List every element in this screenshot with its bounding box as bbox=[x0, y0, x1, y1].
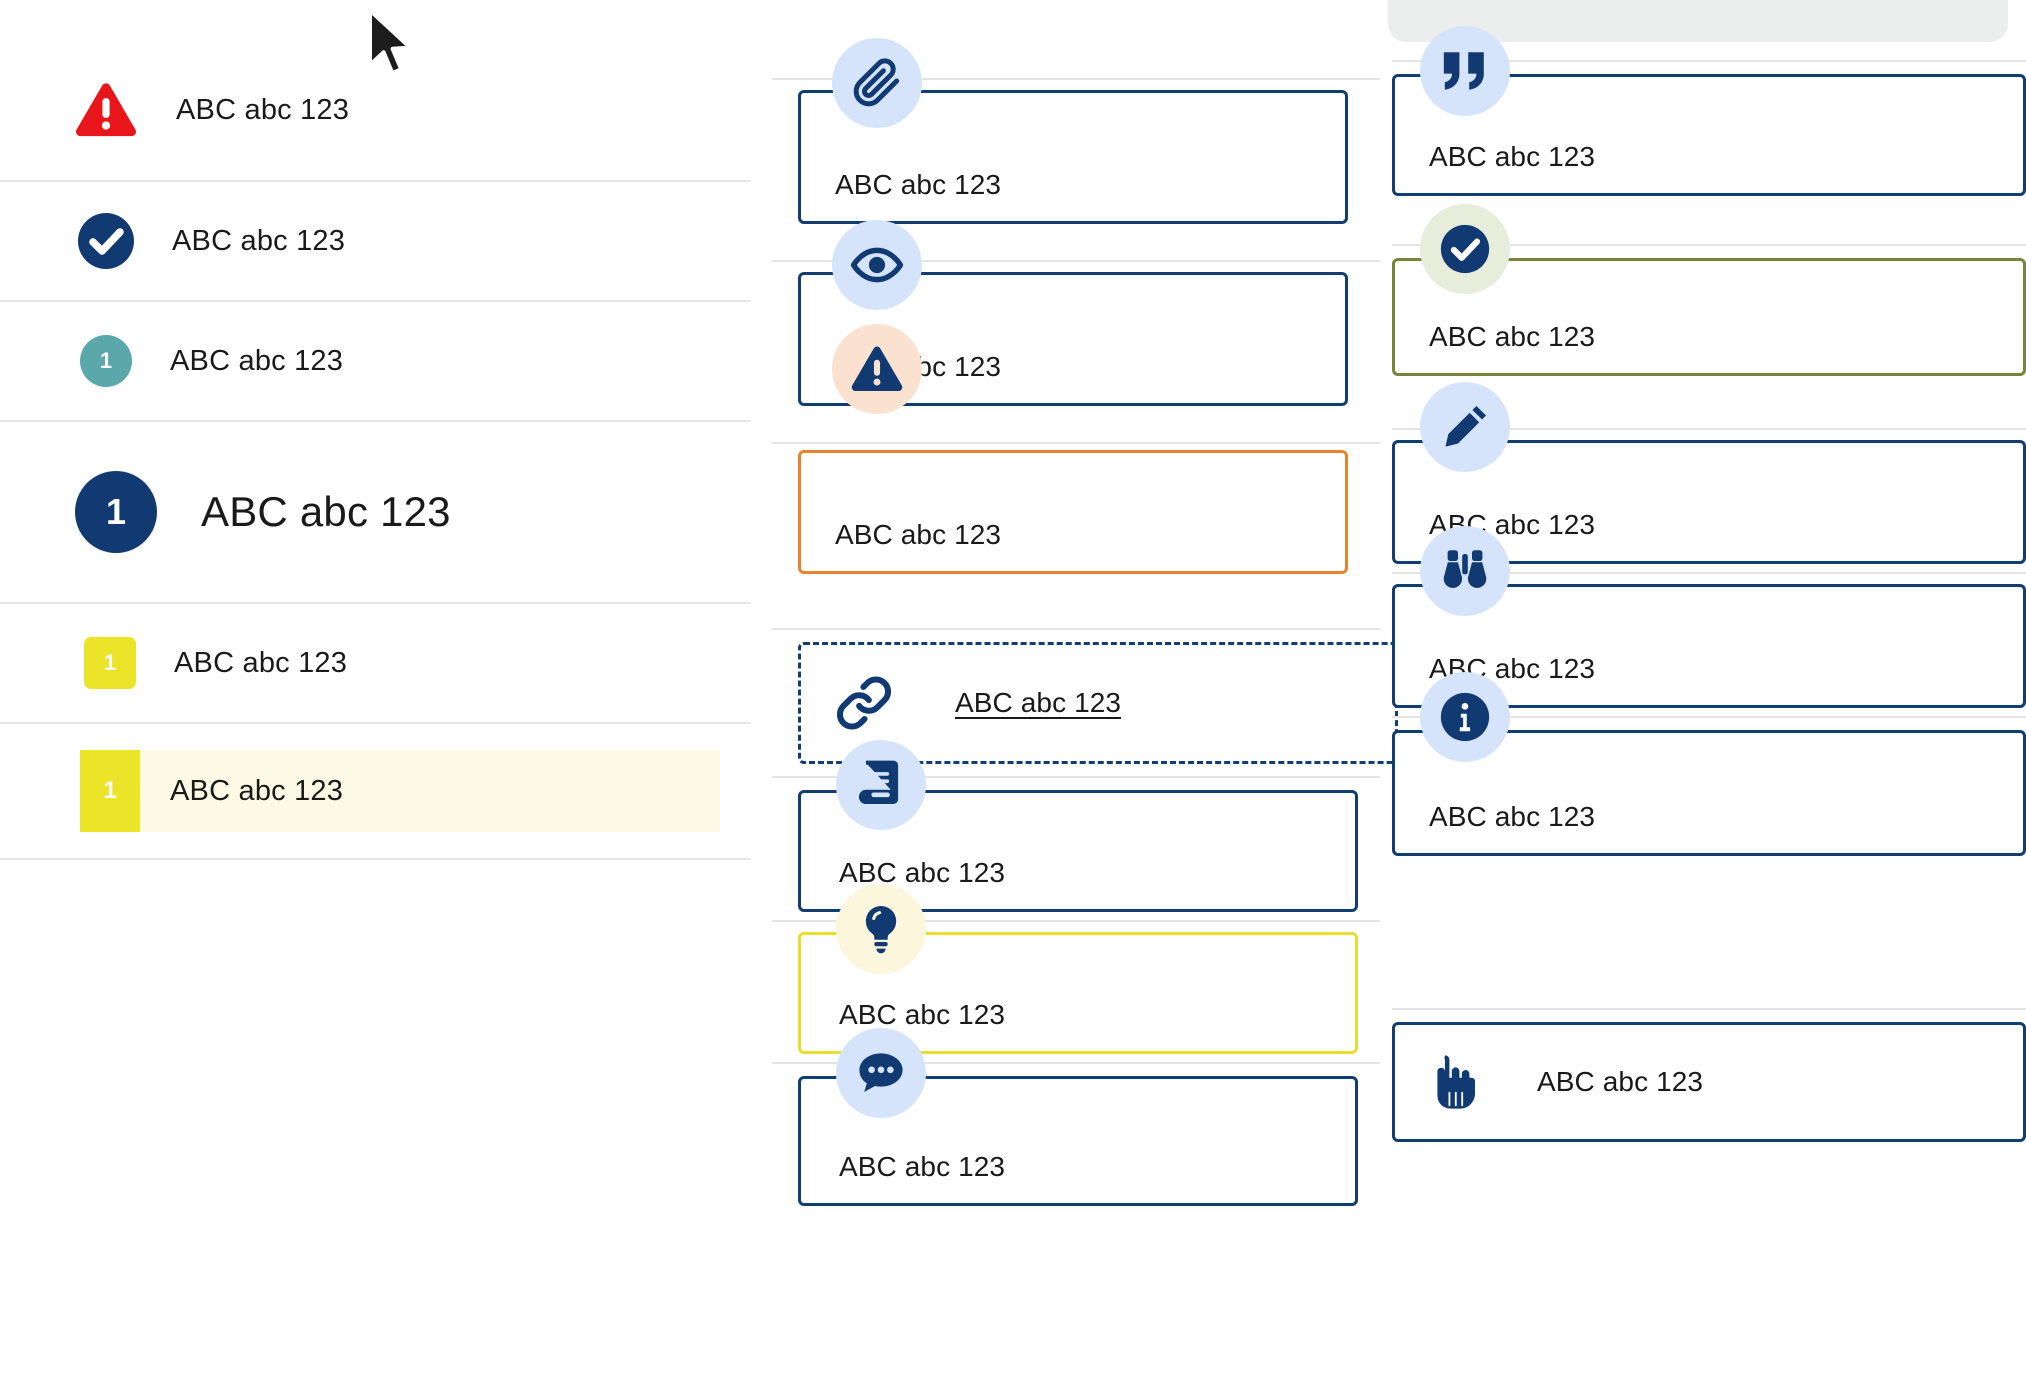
sidebar-item-label: ABC abc 123 bbox=[174, 646, 348, 679]
pointing-hand-icon bbox=[1429, 1052, 1475, 1112]
row-divider bbox=[1392, 60, 2026, 62]
card-warning[interactable]: ABC abc 123 bbox=[798, 450, 1348, 574]
book-icon bbox=[836, 740, 926, 830]
row-divider bbox=[1392, 244, 2026, 246]
sidebar-divider bbox=[0, 858, 750, 860]
binoculars-icon bbox=[1420, 526, 1510, 616]
number-square-icon: 1 bbox=[84, 637, 136, 689]
pencil-icon bbox=[1420, 382, 1510, 472]
sidebar-item-label: ABC abc 123 bbox=[176, 93, 350, 126]
card-edit[interactable]: ABC abc 123 bbox=[1392, 440, 2026, 564]
sidebar-item-label: ABC abc 123 bbox=[170, 344, 344, 377]
sidebar-item-step-teal[interactable]: 1 ABC abc 123 bbox=[0, 300, 750, 420]
middle-column: ABC abc 123 ABC abc 123 ABC abc 123 bbox=[752, 0, 1398, 1392]
card-label: ABC abc 123 bbox=[1429, 801, 1596, 832]
row-divider bbox=[772, 628, 1380, 630]
badge-number: 1 bbox=[99, 348, 113, 373]
sidebar-item-label: ABC abc 123 bbox=[201, 488, 451, 535]
row-divider bbox=[1392, 1008, 2026, 1010]
number-circle-icon: 1 bbox=[75, 471, 157, 553]
badge-number: 1 bbox=[105, 491, 127, 532]
right-column: ABC abc 123 ABC abc 123 ABC abc 123 bbox=[1392, 0, 2026, 1392]
card-label: ABC abc 123 bbox=[1429, 141, 1596, 172]
card-label: ABC abc 123 bbox=[839, 857, 1006, 888]
sidebar-item-success[interactable]: ABC abc 123 bbox=[0, 180, 750, 300]
check-circle-icon bbox=[78, 213, 134, 269]
number-circle-icon: 1 bbox=[80, 335, 132, 387]
check-circle-icon bbox=[1420, 204, 1510, 294]
badge-number: 1 bbox=[103, 650, 117, 675]
row-divider bbox=[772, 1062, 1380, 1064]
row-divider bbox=[772, 442, 1380, 444]
row-divider bbox=[772, 920, 1380, 922]
sidebar: ABC abc 123 ABC abc 123 1 ABC abc 123 1 bbox=[0, 0, 750, 1392]
sidebar-item-label: ABC abc 123 bbox=[170, 774, 344, 807]
row-divider bbox=[772, 78, 1380, 80]
link-chain-icon bbox=[835, 674, 893, 732]
sidebar-item-label: ABC abc 123 bbox=[172, 224, 346, 257]
sidebar-item-step-highlighted-wrap: 1 ABC abc 123 bbox=[0, 722, 750, 858]
chat-bubble-icon bbox=[836, 1028, 926, 1118]
row-divider bbox=[1392, 572, 2026, 574]
info-circle-icon bbox=[1420, 672, 1510, 762]
badge-number: 1 bbox=[103, 777, 117, 804]
card-label: ABC abc 123 bbox=[835, 169, 1002, 200]
card-interact[interactable]: ABC abc 123 bbox=[1392, 1022, 2026, 1142]
card-label: ABC abc 123 bbox=[835, 519, 1002, 550]
row-divider bbox=[772, 776, 1380, 778]
number-bar-icon: 1 bbox=[80, 750, 140, 832]
card-label: ABC abc 123 bbox=[839, 999, 1006, 1030]
card-label: ABC abc 123 bbox=[955, 687, 1122, 718]
warning-triangle-icon bbox=[832, 324, 922, 414]
sidebar-item-step-yellow[interactable]: 1 ABC abc 123 bbox=[0, 602, 750, 722]
quote-marks-icon bbox=[1420, 26, 1510, 116]
card-label: ABC abc 123 bbox=[839, 1151, 1006, 1182]
card-label: ABC abc 123 bbox=[1537, 1066, 1704, 1097]
card-info[interactable]: ABC abc 123 bbox=[1392, 730, 2026, 856]
paperclip-icon bbox=[832, 38, 922, 128]
card-label: ABC abc 123 bbox=[1429, 321, 1596, 352]
sidebar-item-step-large[interactable]: 1 ABC abc 123 bbox=[0, 420, 750, 602]
row-divider bbox=[772, 260, 1380, 262]
lightbulb-icon bbox=[836, 884, 926, 974]
row-divider bbox=[1392, 428, 2026, 430]
sidebar-item-alert[interactable]: ABC abc 123 bbox=[0, 40, 750, 180]
alert-triangle-icon bbox=[74, 81, 138, 139]
row-divider bbox=[1392, 716, 2026, 718]
sidebar-item-step-highlighted[interactable]: 1 ABC abc 123 bbox=[80, 750, 720, 832]
eye-icon bbox=[832, 220, 922, 310]
